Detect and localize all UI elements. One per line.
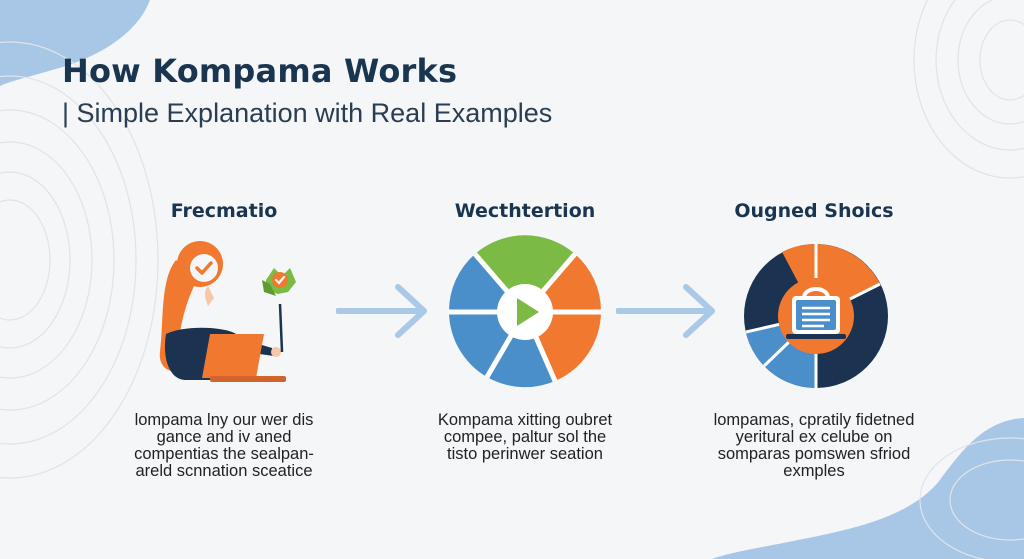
step-1: Frecmatio lompama lny our wer dis gance … <box>94 196 354 480</box>
bottom-right-blob <box>712 418 1024 559</box>
step-2-description-line: Kompama xitting oubret <box>437 411 613 429</box>
step-2-description-line: tisto perinwer seation <box>447 445 603 463</box>
step-1-description-line: lompama lny our wer dis <box>134 411 314 429</box>
step-3-description-line: yeritural ex celube on <box>735 428 893 446</box>
step-1-description-line: areld scnnation sceatice <box>135 462 313 480</box>
contour-lines-left <box>0 41 159 479</box>
segmented-circle-play-icon <box>448 235 602 388</box>
step-3-description-line: exmples <box>783 462 845 480</box>
step-2-heading: Wecthtertion <box>454 200 596 222</box>
step-3-description: lompamas, cpratily fidetned yeritural ex… <box>684 412 944 480</box>
step-1-heading: Frecmatio <box>170 200 278 222</box>
step-3-description-line: lompamas, cpratily fidetned <box>713 411 915 429</box>
arrow-right-icon <box>616 284 715 338</box>
page-title: How Kompama Works <box>62 52 458 90</box>
step-2-description: Kompama xitting oubret compee, paltur so… <box>395 412 655 463</box>
contour-lines-right <box>913 0 1024 559</box>
step-3: Ougned Shoics lompamas, cpratily fidetne… <box>684 196 944 480</box>
step-3-heading: Ougned Shoics <box>734 200 894 222</box>
person-with-laptop-icon <box>159 241 296 382</box>
arrow-right-icon <box>336 284 427 338</box>
donut-with-shopping-bag-icon <box>744 243 888 389</box>
step-2-description-line: compee, paltur sol the <box>443 428 607 446</box>
step-1-description: lompama lny our wer dis gance and iv ane… <box>94 412 354 480</box>
top-left-blob <box>0 0 150 86</box>
step-2: Wecthtertion Kompama xitting oubret comp… <box>395 196 655 463</box>
step-3-description-line: somparas pomswen sfriod <box>717 445 911 463</box>
page-subtitle: | Simple Explanation with Real Examples <box>62 98 553 128</box>
step-1-description-line: compentias the sealpan- <box>134 445 314 463</box>
step-1-description-line: gance and iv aned <box>156 428 292 446</box>
